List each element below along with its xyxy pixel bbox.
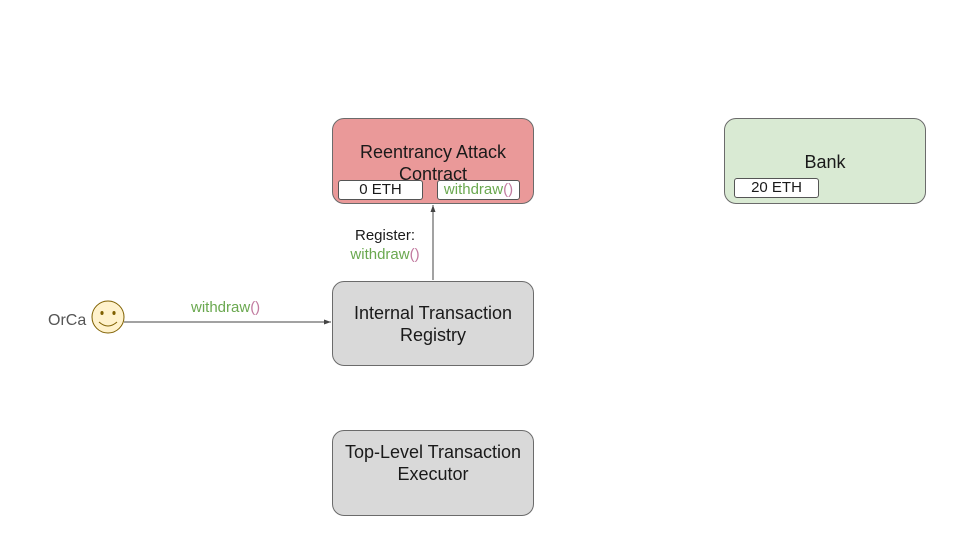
registry-title: Internal Transaction Registry [353, 303, 513, 345]
register-label-parens: () [409, 246, 420, 263]
top-level-transaction-executor-node[interactable]: Top-Level Transaction Executor [332, 430, 534, 516]
internal-transaction-registry-node[interactable]: Internal Transaction Registry [332, 281, 534, 366]
register-label-fn: withdraw [350, 246, 410, 263]
actor-name: OrCa [48, 312, 87, 329]
register-label-text: Register: [354, 227, 416, 244]
smiley-face-icon [91, 300, 125, 334]
attack-contract-method-fn: withdraw [443, 181, 504, 198]
call-label-fn: withdraw [191, 299, 251, 316]
bank-balance: 20 ETH [734, 178, 819, 198]
bank-node[interactable]: Bank 20 ETH [724, 118, 926, 204]
bank-title: Bank [804, 152, 846, 172]
reentrancy-attack-contract-node[interactable]: Reentrancy Attack Contract 0 ETH withdra… [332, 118, 534, 204]
call-label-parens: () [250, 299, 261, 316]
attack-contract-method[interactable]: withdraw() [437, 180, 520, 200]
register-label: Register: withdraw() [340, 226, 430, 264]
attack-contract-method-parens: () [503, 181, 514, 198]
call-label: withdraw() [191, 298, 260, 317]
executor-title: Top-Level Transaction Executor [344, 442, 522, 484]
attack-contract-title: Reentrancy Attack Contract [359, 142, 507, 184]
attack-contract-balance: 0 ETH [338, 180, 423, 200]
